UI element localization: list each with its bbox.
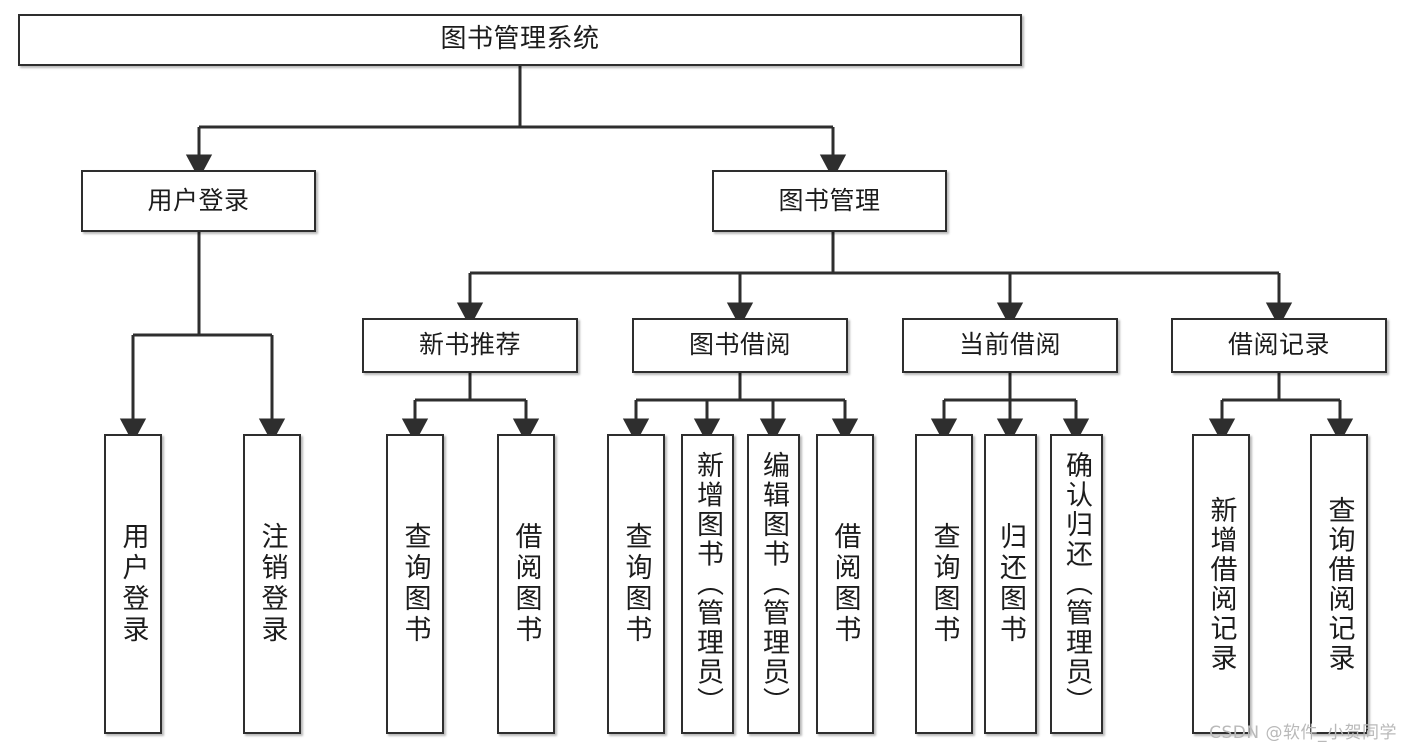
- leaf-query-book-current[interactable]: 查询图书: [915, 434, 973, 734]
- node-label: 图书管理系统: [440, 24, 600, 55]
- leaf-query-book-recommend[interactable]: 查询图书: [386, 434, 444, 734]
- leaf-edit-book-admin[interactable]: 编辑图书（管理员）: [747, 434, 800, 734]
- leaf-query-borrow-record[interactable]: 查询借阅记录: [1310, 434, 1368, 734]
- node-book-borrow[interactable]: 图书借阅: [632, 318, 848, 373]
- leaf-logout[interactable]: 注销登录: [243, 434, 301, 734]
- watermark: CSDN @软件_小贺同学: [1209, 723, 1397, 743]
- node-label: 借阅图书: [510, 522, 542, 646]
- node-label: 图书管理: [778, 185, 881, 215]
- node-book-management[interactable]: 图书管理: [712, 170, 947, 232]
- node-label: 图书借阅: [688, 330, 791, 360]
- node-label: 用户登录: [117, 522, 149, 646]
- node-label: 用户登录: [147, 185, 250, 215]
- leaf-add-borrow-record[interactable]: 新增借阅记录: [1192, 434, 1250, 734]
- node-label: 新书推荐: [418, 330, 521, 360]
- node-new-book-recommend[interactable]: 新书推荐: [362, 318, 578, 373]
- leaf-confirm-return-admin[interactable]: 确认归还（管理员）: [1050, 434, 1103, 734]
- node-label: 确认归还（管理员）: [1061, 451, 1092, 717]
- node-label: 查询图书: [928, 522, 960, 646]
- node-root-book-management-system[interactable]: 图书管理系统: [18, 14, 1022, 66]
- leaf-query-book-borrow[interactable]: 查询图书: [607, 434, 665, 734]
- node-label: 新增图书（管理员）: [692, 451, 723, 717]
- node-label: 编辑图书（管理员）: [758, 451, 789, 717]
- leaf-borrow-book-recommend[interactable]: 借阅图书: [497, 434, 555, 734]
- node-borrow-record[interactable]: 借阅记录: [1171, 318, 1387, 373]
- node-label: 查询图书: [399, 522, 431, 646]
- node-label: 查询图书: [620, 522, 652, 646]
- node-current-borrow[interactable]: 当前借阅: [902, 318, 1118, 373]
- node-label: 归还图书: [995, 522, 1026, 646]
- node-label: 借阅记录: [1227, 330, 1330, 360]
- node-label: 查询借阅记录: [1323, 495, 1355, 673]
- node-label: 借阅图书: [829, 522, 861, 646]
- node-label: 当前借阅: [958, 330, 1061, 360]
- node-label: 新增借阅记录: [1205, 495, 1237, 673]
- leaf-borrow-book[interactable]: 借阅图书: [816, 434, 874, 734]
- leaf-add-book-admin[interactable]: 新增图书（管理员）: [681, 434, 734, 734]
- leaf-user-login[interactable]: 用户登录: [104, 434, 162, 734]
- node-label: 注销登录: [256, 522, 288, 646]
- leaf-return-book[interactable]: 归还图书: [984, 434, 1037, 734]
- node-user-login[interactable]: 用户登录: [81, 170, 316, 232]
